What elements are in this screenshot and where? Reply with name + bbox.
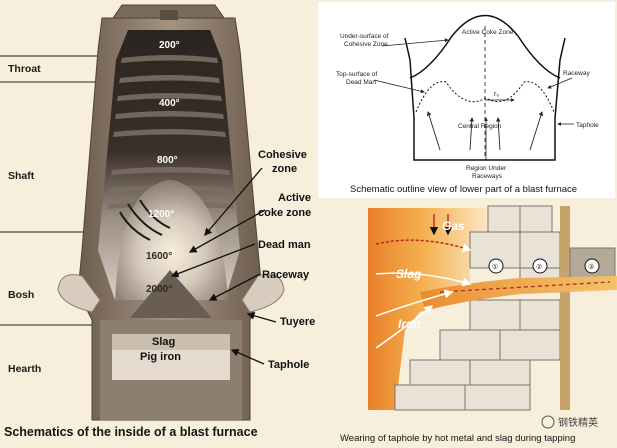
shell-plate xyxy=(560,206,570,410)
label-slag: Slag xyxy=(152,336,175,348)
dead-man-cone xyxy=(130,270,212,318)
label-pig-iron: Pig iron xyxy=(140,351,181,363)
label-slag-flow: Slag xyxy=(396,267,422,281)
furnace-schematic: 200° 400° 800° 1200° 1600° 2000° Slag Pi… xyxy=(0,4,315,439)
marker-2 xyxy=(532,258,548,274)
label-dead-man: Dead man xyxy=(258,239,311,251)
watermark-text: 钢铁精英 xyxy=(558,416,598,429)
temp-1200: 1200° xyxy=(148,209,174,220)
label-active-coke: Active Coke Zone xyxy=(462,29,514,36)
label-under-surface-1: Under-surface of xyxy=(340,33,389,40)
zone-hearth: Hearth xyxy=(8,363,41,375)
zone-separators xyxy=(0,55,112,326)
label-region-under-2: Raceways xyxy=(472,173,503,180)
zone-shaft: Shaft xyxy=(8,170,35,182)
label-taphole: Taphole xyxy=(268,359,309,371)
pig-iron-layer xyxy=(112,350,230,380)
gas-arrows xyxy=(429,214,453,236)
marker-3 xyxy=(584,258,600,274)
label-raceway-small: Raceway xyxy=(563,70,590,77)
outline-walls xyxy=(404,37,566,161)
label-top-surface-2: Dead Man xyxy=(346,79,376,86)
label-active-2: coke zone xyxy=(258,207,311,219)
temp-2000: 2000° xyxy=(146,284,172,295)
flow-arrows xyxy=(375,239,472,349)
label-raceway: Raceway xyxy=(262,269,310,281)
label-1: ① xyxy=(492,263,498,271)
outline-pointers xyxy=(373,38,574,160)
label-tuyere: Tuyere xyxy=(280,316,315,328)
temp-1600: 1600° xyxy=(146,251,172,262)
outline-view-diagram: Under-surface of Cohesive Zone Active Co… xyxy=(318,2,615,198)
label-r0: r₀ xyxy=(494,91,499,98)
temp-800: 800° xyxy=(157,155,178,166)
slag-layer xyxy=(112,334,230,350)
pointer-lines xyxy=(170,167,277,365)
marker-1 xyxy=(488,258,504,274)
label-iron-flow: Iron xyxy=(398,317,421,331)
watermark: 钢铁精英 xyxy=(541,415,598,429)
label-3: ③ xyxy=(588,263,594,271)
gas-flow-arrows xyxy=(119,199,171,241)
label-cohesive-1: Cohesive xyxy=(258,149,307,161)
charging-port xyxy=(160,10,178,20)
temp-200: 200° xyxy=(159,40,180,51)
label-region-under-1: Region Under xyxy=(466,165,507,172)
cohesive-curve xyxy=(409,14,561,79)
temp-400: 400° xyxy=(159,98,180,109)
outline-flow-arrows xyxy=(426,111,544,151)
watermark-icon xyxy=(541,415,555,429)
label-taphole-small: Taphole xyxy=(576,122,599,129)
dead-man-dashed xyxy=(415,81,555,113)
label-under-surface-2: Cohesive Zone xyxy=(344,41,388,48)
hot-core xyxy=(115,180,228,300)
caption-left: Schematics of the inside of a blast furn… xyxy=(4,425,258,439)
label-2: ② xyxy=(536,263,542,271)
label-active-1: Active xyxy=(278,192,311,204)
stream-dashes xyxy=(439,281,611,293)
taphole-wear-diagram: ① ② ③ Gas Slag Iron Wearing of taphole b… xyxy=(340,205,617,444)
caption-bottom-right: Wearing of taphole by hot metal and slag… xyxy=(340,433,575,444)
zone-throat: Throat xyxy=(8,63,41,75)
label-top-surface-1: Top-surface of xyxy=(336,71,377,78)
tuyere-right xyxy=(241,274,285,313)
zone-bosh: Bosh xyxy=(8,289,34,301)
label-gas: Gas xyxy=(442,219,465,233)
label-cohesive-2: zone xyxy=(272,163,297,175)
label-central-region: Central Region xyxy=(458,123,502,130)
caption-top-right: Schematic outline view of lower part of … xyxy=(350,184,577,195)
tuyere-left xyxy=(57,274,101,313)
